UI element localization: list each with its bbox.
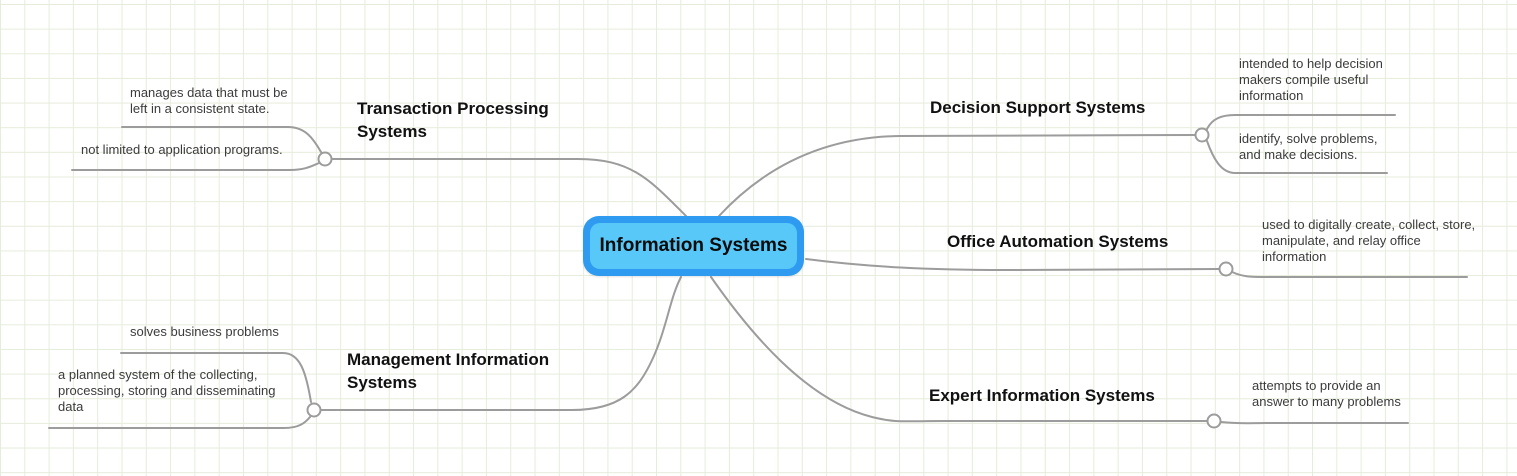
branch-label-office-automation-systems[interactable]: Office Automation Systems — [947, 232, 1169, 251]
central-topic-node[interactable]: Information Systems — [583, 216, 804, 276]
subtopic-tps-manages-data[interactable]: manages data that must be left in a cons… — [130, 85, 288, 116]
subtopic-dss-identify-solve[interactable]: identify, solve problems, and make decis… — [1239, 131, 1378, 162]
tps-branch-line — [330, 158, 687, 217]
mis-child1-line — [120, 352, 312, 403]
branch-label-expert-information-systems[interactable]: Expert Information Systems — [929, 386, 1155, 405]
mis-node-dot[interactable] — [306, 402, 322, 418]
subtopic-mis-solves-business-problems[interactable]: solves business problems — [130, 324, 279, 339]
subtopic-mis-planned-system[interactable]: a planned system of the collecting, proc… — [58, 367, 276, 414]
mis-child2-line — [48, 416, 311, 429]
mis-branch-line — [320, 276, 682, 411]
branch-label-transaction-processing-systems[interactable]: Transaction Processing Systems — [357, 99, 549, 141]
subtopic-oas-digitally-create[interactable]: used to digitally create, collect, store… — [1262, 217, 1476, 264]
oas-node-dot[interactable] — [1218, 261, 1234, 277]
oas-child1-line — [1231, 271, 1468, 278]
eis-child1-line — [1220, 421, 1409, 425]
subtopic-dss-help-decision-makers[interactable]: intended to help decision makers compile… — [1239, 56, 1383, 103]
dss-node-dot[interactable] — [1194, 127, 1210, 143]
central-topic-inner: Information Systems — [590, 223, 797, 269]
dss-child1-line — [1206, 114, 1396, 130]
eis-branch-line — [710, 276, 1208, 423]
branch-label-decision-support-systems[interactable]: Decision Support Systems — [930, 98, 1146, 117]
subtopic-eis-attempts-answer[interactable]: attempts to provide an answer to many pr… — [1252, 378, 1401, 409]
central-topic-label: Information Systems — [599, 235, 788, 256]
oas-branch-line — [805, 258, 1220, 272]
branch-label-management-information-systems[interactable]: Management Information Systems — [347, 350, 550, 392]
tps-node-dot[interactable] — [317, 151, 333, 167]
eis-node-dot[interactable] — [1206, 413, 1222, 429]
dss-branch-line — [718, 134, 1197, 217]
dss-child2-line — [1206, 140, 1388, 174]
tps-child2-line — [71, 162, 320, 171]
tps-child1-line — [121, 126, 322, 153]
subtopic-tps-not-limited[interactable]: not limited to application programs. — [81, 142, 283, 157]
